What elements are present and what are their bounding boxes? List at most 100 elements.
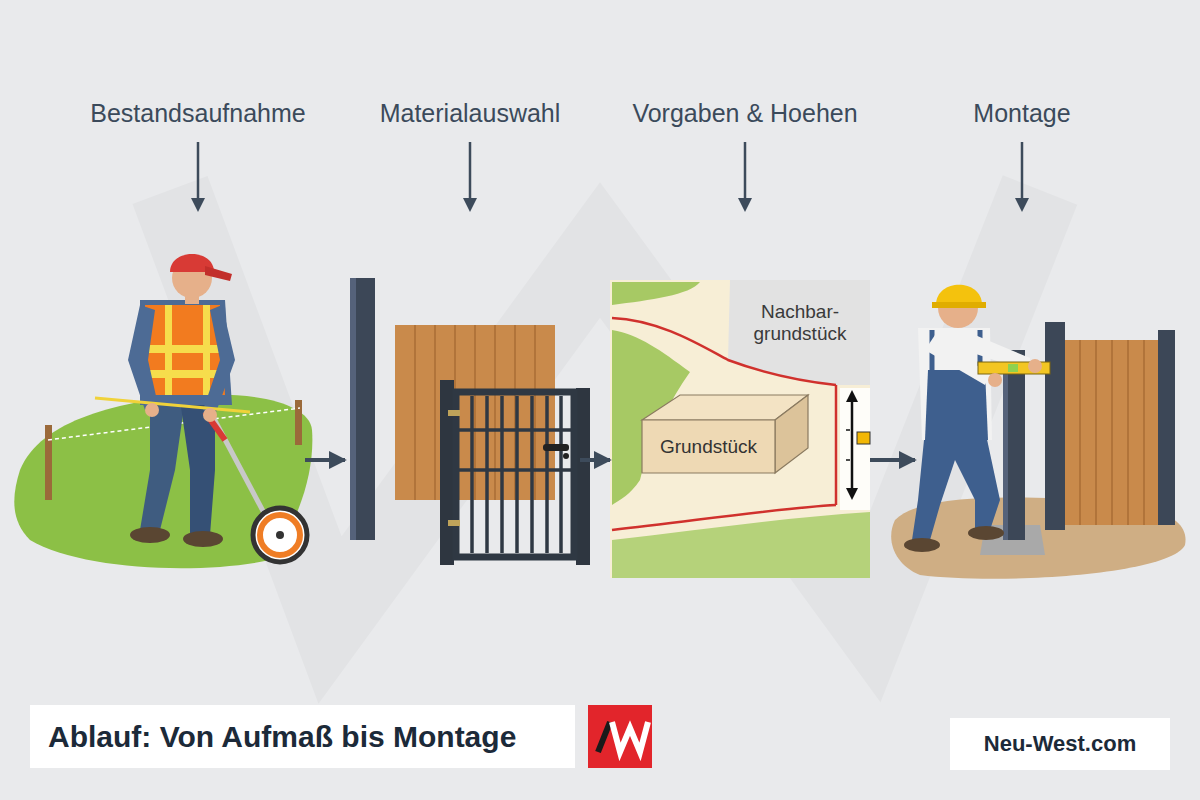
material-samples [559, 396, 563, 553]
material-samples [350, 278, 590, 565]
site-plan [846, 390, 858, 402]
surveyor-figure [205, 266, 232, 281]
surveyor-figure [14, 254, 312, 568]
plot-box-face [642, 420, 775, 473]
brand-logo [598, 722, 610, 752]
material-samples [545, 396, 549, 553]
surveyor-figure [145, 403, 159, 417]
surveyor-figure [253, 508, 307, 562]
site-plan [610, 280, 870, 578]
surveyor-figure [203, 305, 235, 415]
step-panel: Vorgaben & HoehenNachbar- grundstückGrun… [610, 90, 870, 580]
plot-box: Grundstück [640, 390, 810, 475]
brand-logo [588, 705, 652, 768]
site-plan [612, 505, 836, 530]
surveyor-figure [95, 398, 250, 412]
site-plan [835, 385, 838, 505]
region-label: Nachbar- grundstück [730, 280, 870, 365]
assembly-figure [891, 285, 1185, 579]
step-panel: Materialauswahl [345, 90, 580, 580]
down-arrow [469, 142, 472, 200]
down-arrow [463, 198, 477, 212]
plot-label: Grundstück [642, 420, 775, 473]
surveyor-figure [130, 527, 170, 543]
assembly-figure [1127, 340, 1129, 525]
assembly-figure [932, 302, 986, 308]
assembly-figure [1095, 340, 1097, 525]
assembly-figure [968, 526, 1004, 540]
material-samples [456, 468, 574, 472]
surveyor-figure [145, 345, 225, 353]
material-samples [350, 278, 356, 540]
plot-box-face [775, 395, 808, 473]
surveyor-figure [203, 408, 217, 422]
down-arrow [1021, 142, 1024, 200]
surveyor-figure [276, 531, 284, 539]
surveyor-figure [203, 305, 210, 395]
site-plan [846, 488, 858, 500]
material-samples [456, 428, 574, 432]
site-plan [857, 432, 870, 444]
brand-logo [612, 722, 648, 752]
assembly-figure [988, 373, 1002, 387]
assembly-figure [904, 538, 940, 552]
material-samples [515, 396, 519, 553]
material-samples [456, 396, 574, 553]
down-arrow [191, 142, 1029, 212]
site-plan [851, 400, 854, 490]
material-samples [448, 520, 460, 526]
assembly-figure [936, 285, 982, 305]
step-heading: Materialauswahl [380, 98, 561, 128]
material-samples [456, 392, 574, 557]
material-samples [543, 444, 569, 451]
material-samples [474, 325, 476, 500]
surveyor-figure [145, 370, 225, 378]
assembly-figure [1111, 340, 1113, 525]
assembly-figure [1028, 359, 1042, 373]
material-samples [576, 388, 590, 565]
material-samples [350, 278, 375, 540]
surveyor-figure [128, 305, 158, 410]
site-plan [840, 388, 870, 510]
site-plan [728, 280, 870, 385]
assembly-figure [1158, 330, 1175, 525]
material-samples [434, 325, 436, 500]
flow-arrow [580, 458, 610, 462]
assembly-figure [1003, 350, 1025, 540]
assembly-figure [1080, 340, 1144, 525]
down-arrow [738, 198, 752, 212]
material-samples [500, 396, 504, 553]
brand-logo [588, 705, 652, 768]
assembly-figure [1008, 364, 1018, 372]
surveyor-figure [295, 400, 302, 445]
down-arrow [1015, 198, 1029, 212]
material-samples [440, 380, 454, 565]
step-panel: Bestandsaufnahme [15, 90, 305, 580]
site-plan [846, 429, 850, 431]
step-heading: Vorgaben & Hoehen [632, 98, 857, 128]
site-label: Neu-West.com [950, 718, 1170, 770]
assembly-figure [1143, 340, 1145, 525]
step-panel: Montage [915, 90, 1185, 580]
surveyor-figure [14, 395, 312, 569]
material-samples [485, 396, 489, 553]
material-samples [563, 453, 569, 459]
site-plan [612, 512, 870, 578]
site-plan [612, 282, 700, 305]
material-samples [414, 325, 416, 500]
assembly-figure [1003, 350, 1008, 540]
surveyor-figure [165, 305, 172, 395]
assembly-figure [1045, 322, 1065, 530]
diagram-title: Ablauf: Von Aufmaß bis Montage [30, 705, 575, 768]
assembly-figure [912, 430, 1000, 540]
flow-arrow [305, 458, 345, 462]
surveyor-figure [45, 425, 52, 500]
down-arrow [744, 142, 747, 200]
material-samples [530, 396, 534, 553]
site-plan [846, 459, 850, 461]
neighbour-plot: Nachbar- grundstück [730, 280, 870, 365]
surveyor-figure [140, 400, 185, 530]
site-plan [610, 280, 870, 578]
surveyor-figure [260, 515, 300, 555]
step-heading: Montage [973, 98, 1070, 128]
